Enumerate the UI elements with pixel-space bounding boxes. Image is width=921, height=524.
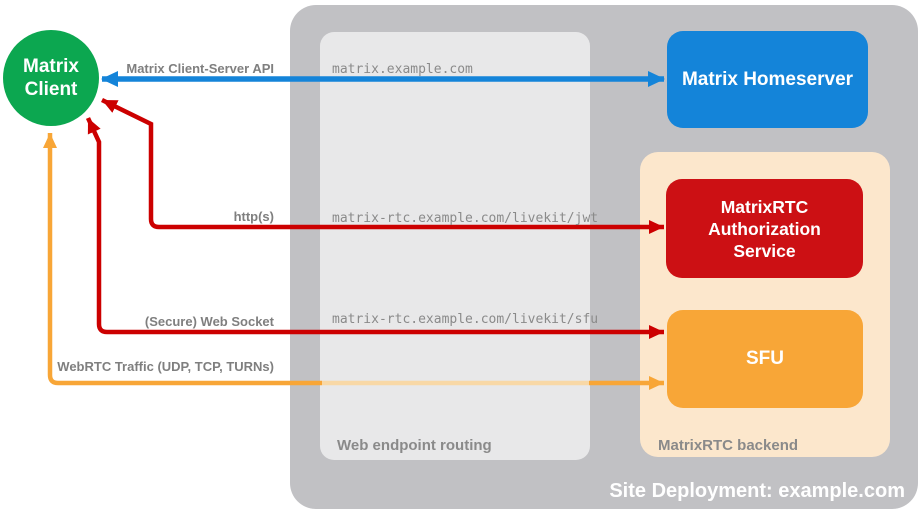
matrixrtc-backend-label: MatrixRTC backend [658, 437, 799, 454]
sfu-label: SFU [746, 348, 784, 369]
matrix-client-node: Matrix Client [3, 30, 99, 126]
matrixrtc-authorization-service-node: MatrixRTC Authorization Service [666, 179, 863, 278]
web-endpoint-routing-label: Web endpoint routing [337, 437, 492, 454]
endpoint-livekit-sfu: matrix-rtc.example.com/livekit/sfu [332, 312, 599, 327]
webrtc-arrow-label: WebRTC Traffic (UDP, TCP, TURNs) [57, 359, 274, 374]
site-deployment-label: Site Deployment: example.com [609, 480, 905, 502]
matrix-client-label-line2: Client [24, 79, 78, 100]
client-server-api-arrow-label: Matrix Client-Server API [126, 61, 274, 76]
web-socket-arrow-label: (Secure) Web Socket [144, 314, 274, 329]
sfu-node: SFU [667, 310, 863, 408]
matrix-homeserver-label: Matrix Homeserver [681, 68, 854, 90]
matrix-homeserver-node: Matrix Homeserver [667, 31, 868, 128]
webrtc-arrow-start [43, 133, 322, 386]
endpoint-livekit-jwt: matrix-rtc.example.com/livekit/jwt [332, 211, 599, 226]
endpoint-matrix-example-com: matrix.example.com [332, 62, 473, 77]
https-arrow-label: http(s) [233, 209, 274, 224]
web-endpoint-routing-panel [320, 32, 590, 460]
matrix-client-label-line1: Matrix [23, 56, 79, 77]
matrixrtc-authorization-service-label: MatrixRTC Authorization Service [708, 196, 821, 261]
matrix-client-label: Matrix Client [23, 55, 79, 101]
